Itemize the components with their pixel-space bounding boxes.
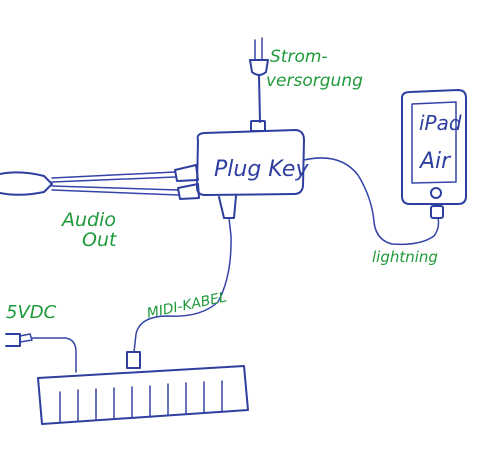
midi-connector-icon: [218, 195, 237, 219]
midi-kabel-label: MIDI-KABEL: [146, 289, 229, 322]
ipad-label-line1: iPad: [419, 111, 462, 135]
ipad-label-line2: Air: [418, 149, 452, 174]
midi-cable: [126, 195, 237, 369]
stromversorgung-line1: Strom-: [270, 47, 328, 67]
audio-out-line1: Audio: [60, 209, 116, 231]
stromversorgung-label: Strom- versorgung: [266, 47, 363, 91]
power-5vdc-plug: [5, 333, 77, 373]
power-plug-icon: [249, 37, 269, 123]
ipad-device: iPad Air: [401, 89, 467, 219]
plugkey-label: Plug Key: [214, 157, 309, 182]
stromversorgung-line2: versorgung: [266, 71, 363, 91]
audio-out-cables: [0, 164, 200, 200]
lightning-connector-icon: [430, 205, 444, 219]
audio-out-label: Audio Out: [60, 209, 118, 251]
ipad-home-button-icon: [430, 187, 442, 199]
5vdc-label: 5VDC: [6, 302, 57, 323]
lightning-cable: [303, 157, 440, 246]
audio-out-line2: Out: [82, 229, 118, 251]
plugkey-device: Plug Key: [196, 120, 309, 196]
lightning-label: lightning: [372, 248, 438, 266]
audio-jack-icon: [174, 164, 200, 200]
keyboard: [37, 365, 249, 425]
